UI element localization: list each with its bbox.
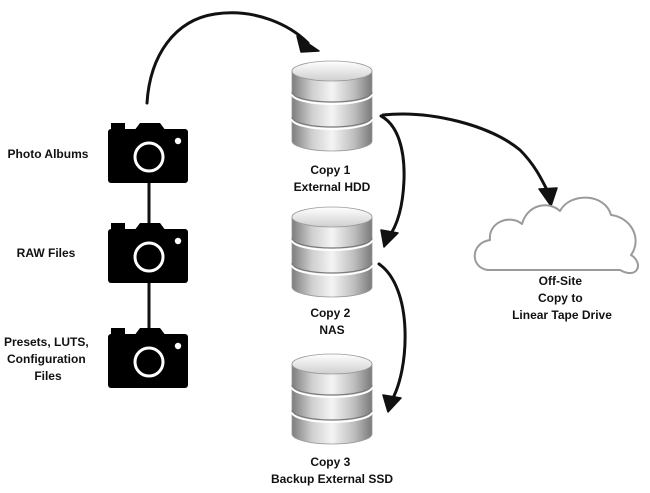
source-label-presets: Presets, LUTS, Configuration Files — [4, 335, 92, 383]
source-label-photo-albums: Photo Albums — [8, 147, 89, 161]
arrow-copy1-to-offsite — [381, 112, 550, 194]
arrow-copy1-to-copy2 — [379, 114, 406, 240]
arrowheads — [296, 35, 558, 413]
camera-icon — [108, 328, 188, 388]
copy3-label: Copy 3 Backup External SSD — [271, 455, 393, 486]
camera-icon — [108, 223, 188, 283]
arrows — [145, 11, 550, 402]
camera-icon — [108, 123, 188, 183]
offsite-label: Off-Site Copy to Linear Tape Drive — [512, 274, 612, 322]
copy2-label: Copy 2 NAS — [310, 306, 353, 337]
arrowhead-copy3 — [382, 394, 402, 413]
arrowhead-copy1 — [296, 35, 320, 53]
source-label-raw-files: RAW Files — [17, 246, 76, 260]
database-icon — [291, 60, 373, 152]
cloud-icon — [473, 196, 639, 274]
arrowhead-offsite — [538, 187, 558, 207]
arrowhead-copy2 — [380, 229, 399, 248]
copy1-label: Copy 1 External HDD — [294, 163, 371, 194]
database-icon — [291, 353, 373, 445]
arrow-copy2-to-copy3 — [377, 262, 407, 402]
arrow-sources-to-copy1 — [145, 11, 310, 105]
database-icon — [291, 206, 373, 298]
